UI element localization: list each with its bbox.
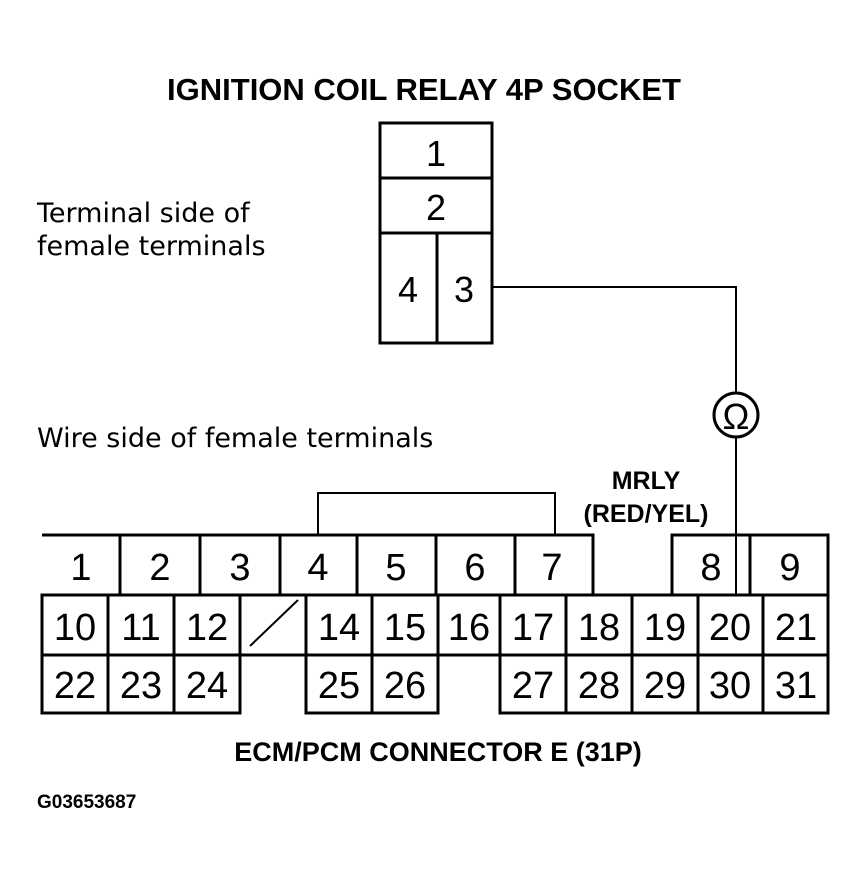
- relay-socket: 1 2 4 3: [378, 121, 494, 345]
- ecm-pin-7: 7: [541, 547, 562, 589]
- ecm-pin-19: 19: [644, 607, 686, 649]
- ecm-pin-26: 26: [384, 665, 426, 707]
- ecm-pin-3: 3: [229, 547, 250, 589]
- wire-label-color: (RED/YEL): [584, 500, 709, 528]
- ecm-pin-23: 23: [120, 665, 162, 707]
- ecm-pin-12: 12: [186, 607, 228, 649]
- relay-pin-2: 2: [426, 187, 446, 228]
- wire-label-mrly: MRLY: [612, 467, 681, 495]
- relay-side-label-line2: female terminals: [37, 231, 266, 262]
- ecm-pin-2: 2: [149, 547, 170, 589]
- jumper-wire: [317, 492, 556, 535]
- ecm-pin-25: 25: [318, 665, 360, 707]
- ohmmeter-icon: Ω: [712, 391, 760, 439]
- ecm-pin-17: 17: [512, 607, 554, 649]
- blank-cavity-slash: [249, 599, 299, 647]
- ecm-pin-24: 24: [186, 665, 228, 707]
- relay-pin-4: 4: [398, 269, 418, 310]
- ecm-pin-5: 5: [385, 547, 406, 589]
- ecm-pin-11: 11: [121, 607, 160, 649]
- ecm-side-label: Wire side of female terminals: [37, 423, 433, 454]
- ecm-pin-9: 9: [779, 547, 800, 589]
- ohm-symbol: Ω: [723, 396, 750, 437]
- relay-pin-1: 1: [426, 133, 446, 174]
- ecm-pin-4: 4: [307, 547, 328, 589]
- ecm-pin-1: 1: [70, 547, 91, 589]
- ecm-pin-15: 15: [384, 607, 426, 649]
- ecm-pin-14: 14: [318, 607, 360, 649]
- ecm-connector: 1 2 3 4 5 6 7 8 9 10 11 12 14 15 16 17 1…: [40, 533, 830, 715]
- ecm-pin-18: 18: [578, 607, 620, 649]
- test-lead-to-relay: [492, 286, 737, 393]
- relay-side-label-line1: Terminal side of: [36, 198, 251, 229]
- ecm-pin-21: 21: [775, 607, 817, 649]
- ecm-pin-28: 28: [578, 665, 620, 707]
- ecm-connector-title: ECM/PCM CONNECTOR E (31P): [234, 737, 642, 767]
- relay-socket-title: IGNITION COIL RELAY 4P SOCKET: [167, 72, 681, 107]
- ecm-pin-31: 31: [775, 665, 817, 707]
- ecm-pin-27: 27: [512, 665, 554, 707]
- ecm-pin-22: 22: [54, 665, 96, 707]
- ecm-pin-20: 20: [709, 607, 751, 649]
- ecm-pin-10: 10: [54, 607, 96, 649]
- relay-pin-3: 3: [454, 269, 474, 310]
- ecm-pin-16: 16: [448, 607, 490, 649]
- ecm-pin-30: 30: [709, 665, 751, 707]
- ohmmeter-circle: [712, 391, 760, 439]
- ecm-pin-6: 6: [464, 547, 485, 589]
- ecm-pin-8: 8: [700, 547, 721, 589]
- ecm-pin-29: 29: [644, 665, 686, 707]
- ecm-row2-outline: [40, 593, 830, 657]
- figure-id: G03653687: [37, 792, 136, 813]
